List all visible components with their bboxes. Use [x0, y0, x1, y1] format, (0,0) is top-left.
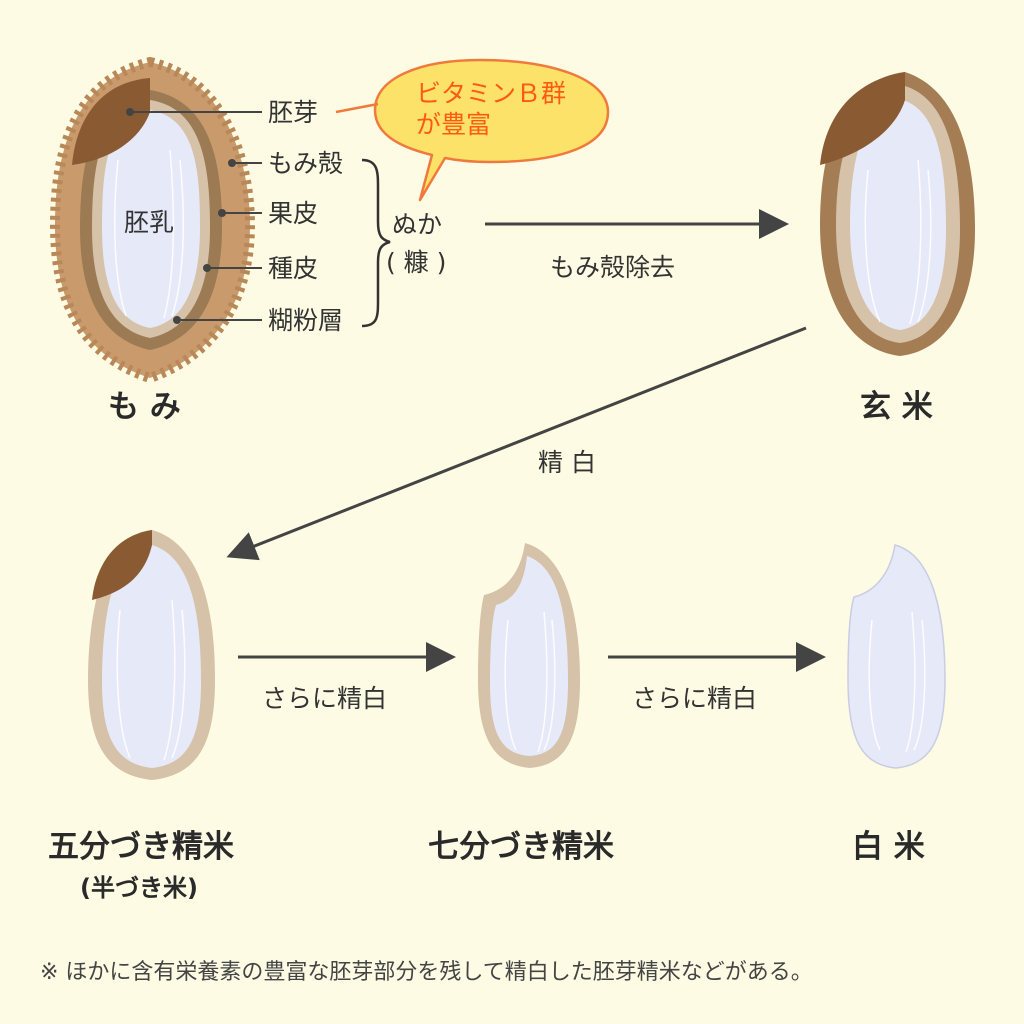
polishing-arrow — [226, 326, 807, 561]
paddy-grain — [49, 56, 256, 384]
further-label-1: さらに精白 — [262, 684, 388, 713]
further-label-2: さらに精白 — [632, 684, 758, 713]
bubble-line-2: が豊富 — [416, 110, 492, 140]
paddy-title: も み — [108, 389, 181, 425]
footnote: ※ ほかに含有栄養素の豊富な胚芽部分を残して精白した胚芽精米などがある。 — [40, 960, 813, 985]
endosperm-label: 胚乳 — [124, 208, 175, 237]
nanabu-grain — [478, 543, 580, 768]
aleurone-label: 糊粉層 — [268, 306, 344, 335]
white-rice-title: 白 米 — [852, 829, 925, 865]
polishing-label: 精 白 — [538, 448, 596, 477]
brown-rice-grain — [820, 72, 975, 356]
seed-coat-label: 種皮 — [268, 254, 319, 283]
vitamin-bubble — [335, 58, 610, 202]
gobu-subtitle: (半づき米) — [80, 874, 198, 902]
pericarp-label: 果皮 — [268, 199, 319, 228]
brown-rice-title: 玄 米 — [860, 389, 933, 425]
husk-label: もみ殻 — [268, 149, 344, 178]
husk-removal-label: もみ殻除去 — [550, 253, 676, 282]
embryo-label: 胚芽 — [268, 98, 319, 127]
bubble-line-1: ビタミンＢ群 — [416, 79, 567, 108]
gobu-title: 五分づき精米 — [48, 829, 234, 865]
bran-label: ぬか — [392, 210, 443, 239]
white-rice-grain — [847, 544, 946, 769]
endosperm — [102, 110, 200, 328]
embryo — [72, 78, 150, 165]
paddy-leader-lines — [130, 111, 262, 321]
gobu-grain — [88, 530, 215, 780]
bran-kanji-label: ( 糠 ) — [386, 248, 447, 277]
bran-brace — [361, 158, 391, 328]
bubble-text: ビタミンＢ群 が豊富 — [416, 78, 566, 141]
nanabu-title: 七分づき精米 — [428, 829, 614, 865]
